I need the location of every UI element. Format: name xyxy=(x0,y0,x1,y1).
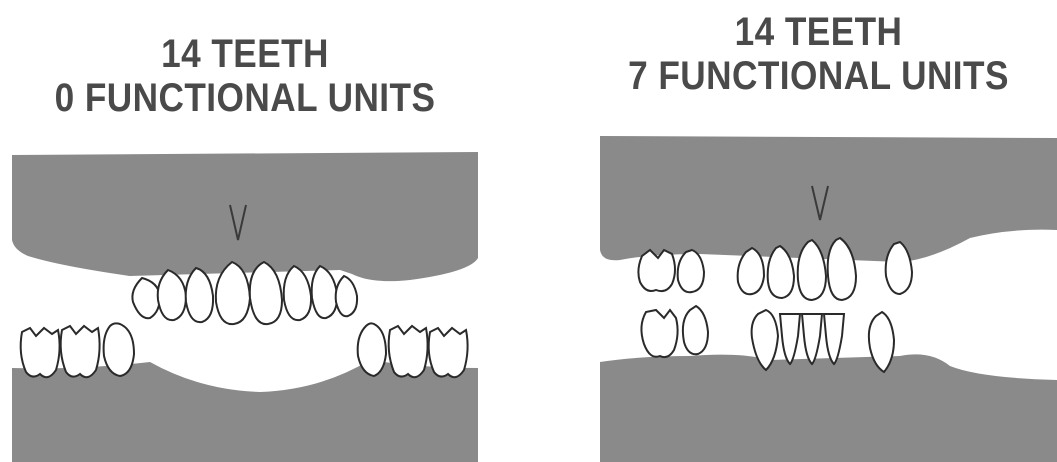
tooth xyxy=(429,328,468,377)
dental-diagram-left xyxy=(0,0,490,462)
tooth xyxy=(104,323,134,376)
tooth xyxy=(312,266,337,318)
tooth xyxy=(802,314,822,364)
lower-left-teeth xyxy=(21,323,134,377)
tooth xyxy=(61,326,100,377)
tooth xyxy=(824,314,844,364)
tooth xyxy=(21,328,60,377)
tooth xyxy=(683,306,708,354)
panel-7-functional-units: 14 TEETH 7 FUNCTIONAL UNITS xyxy=(580,0,1057,462)
tooth xyxy=(780,314,800,364)
tooth xyxy=(389,326,428,377)
tooth xyxy=(358,323,386,376)
tooth xyxy=(641,310,677,357)
tooth xyxy=(284,266,311,320)
upper-gum xyxy=(600,136,1057,262)
dental-diagram-right xyxy=(580,0,1057,462)
upper-gum xyxy=(12,152,478,281)
lower-gum xyxy=(600,354,1057,462)
tooth xyxy=(186,268,213,322)
tooth xyxy=(158,270,186,320)
tooth xyxy=(132,278,160,318)
tooth xyxy=(638,250,675,291)
lower-right-teeth xyxy=(358,323,468,377)
tooth xyxy=(678,250,704,292)
panel-0-functional-units: 14 TEETH 0 FUNCTIONAL UNITS xyxy=(0,0,490,462)
tooth xyxy=(336,276,357,316)
